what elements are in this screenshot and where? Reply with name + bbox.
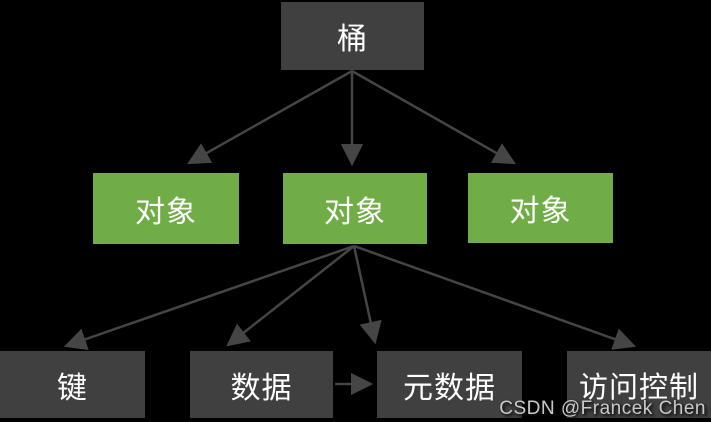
bucket-node: 桶 [281,2,424,70]
key-node: 键 [0,351,145,418]
data-label: 数据 [230,371,293,405]
edge-bucket-object3 [351,69,516,165]
data-node: 数据 [190,351,333,418]
watermark: CSDN @Francek Chen [499,398,706,419]
edge-object2-key [63,244,355,350]
object-node-3: 对象 [468,173,613,243]
key-label: 键 [57,371,88,405]
object-label: 对象 [509,195,572,228]
object-node-2: 对象 [283,173,427,244]
access-control-node: 访问控制 [567,351,711,418]
object-node-1: 对象 [93,173,239,244]
metadata-node: 元数据 [377,351,522,418]
edge-object2-access-control [353,244,637,350]
object-label: 对象 [324,195,386,229]
object-label: 对象 [135,195,197,229]
bucket-label: 桶 [337,23,368,56]
edge-object2-data [226,245,355,347]
metadata-label: 元数据 [403,371,496,405]
edge-bucket-object1 [187,69,353,165]
access-control-label: 访问控制 [578,371,699,404]
edge-object2-metadata [352,245,382,345]
